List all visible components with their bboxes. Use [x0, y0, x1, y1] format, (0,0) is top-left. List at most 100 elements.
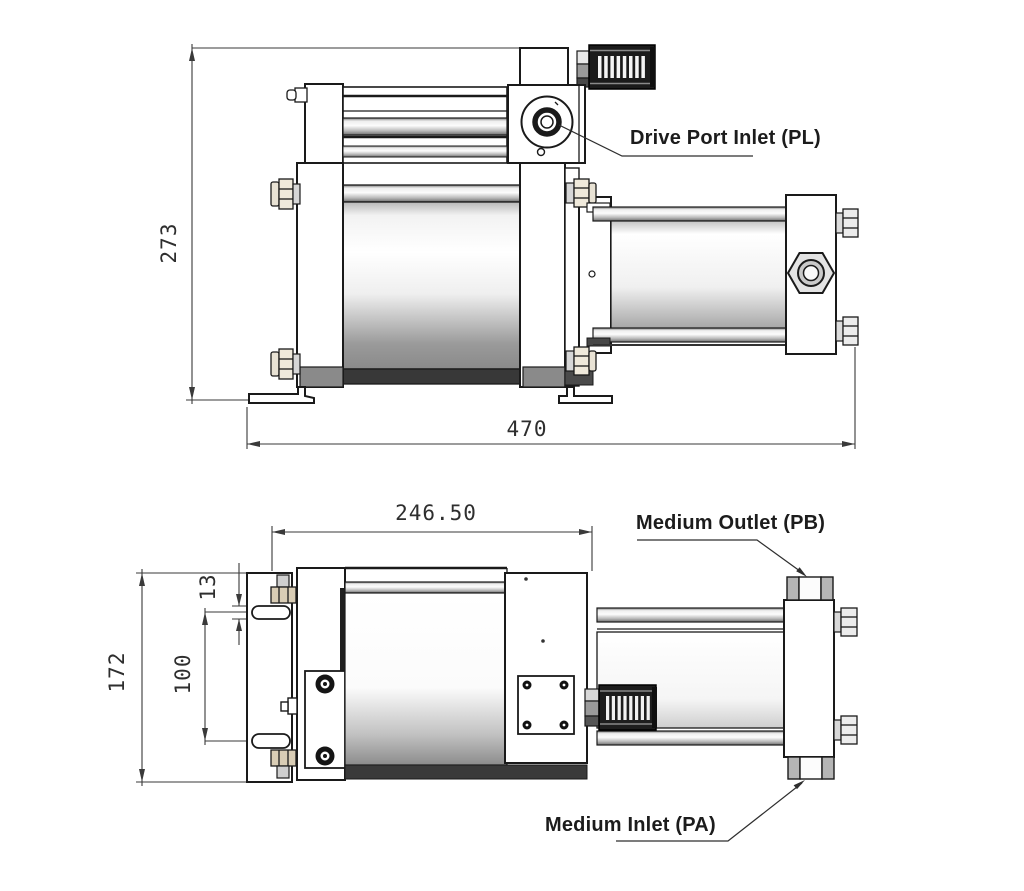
dim-246-50: 246.50: [271, 501, 593, 571]
pilot-bolt-cap: [286, 89, 297, 101]
cylinder-barrel: [342, 201, 521, 370]
hp-barrel: [610, 220, 787, 332]
arrow-up-icon: [189, 48, 195, 61]
arrow-left-icon: [272, 529, 285, 535]
drive-port-hole: [540, 115, 554, 129]
hp-tie-rod-bottom: [592, 327, 787, 343]
cover-bolt: [522, 680, 532, 690]
drive-port-ring: [532, 107, 562, 137]
dim-172-value: 172: [105, 652, 129, 693]
hp-tie-rod-plan-bottom: [596, 730, 785, 746]
valve-screw: [536, 147, 546, 157]
front-view: 273: [157, 44, 859, 449]
arrow-down-icon: [236, 594, 242, 606]
pilot-end-plate: [304, 83, 344, 164]
mounting-foot-left: [248, 386, 315, 404]
dim-246-50-value: 246.50: [395, 501, 477, 525]
dim-100: 100: [171, 608, 251, 745]
tie-rod-plan-bottom: [344, 764, 588, 780]
leader-arrow-icon: [793, 780, 805, 790]
hp-tie-rod-plan-top: [596, 607, 785, 623]
arrow-down-icon: [202, 728, 208, 741]
drive-valve-block-plan: [504, 572, 588, 764]
cover-bolt: [559, 680, 569, 690]
valve-top-body: [519, 47, 569, 88]
arrow-down-icon: [139, 769, 145, 782]
right-plate-base: [522, 366, 566, 388]
mounting-foot-right: [558, 386, 613, 404]
pilot-bolt: [294, 87, 308, 103]
dim-13-value: 13: [196, 573, 220, 600]
pilot-valve-section: [286, 83, 508, 164]
dim-470-value: 470: [507, 417, 548, 441]
dim-273: 273: [157, 44, 523, 404]
pin-hole: [524, 577, 528, 581]
seal-gap: [340, 588, 345, 718]
right-end-plate: [519, 162, 566, 388]
arrow-left-icon: [247, 441, 260, 447]
muffler-connector: [576, 50, 590, 88]
barrel-plan: [344, 592, 508, 766]
bolt-boss: [315, 746, 335, 766]
arrow-right-icon: [579, 529, 592, 535]
bolt-boss: [315, 674, 335, 694]
dim-273-value: 273: [157, 223, 181, 264]
cover-bolt: [522, 720, 532, 730]
arrow-down-icon: [189, 387, 195, 400]
muffler-plan: [584, 684, 657, 731]
dim-470: 470: [246, 347, 856, 449]
muffler: [588, 44, 656, 90]
tie-rod-nut: [835, 208, 859, 238]
dim-100-value: 100: [171, 654, 195, 695]
callout-drive-port: Drive Port Inlet (PL): [558, 124, 821, 157]
tie-rod-nut: [270, 178, 301, 210]
hp-cylinder-section: [564, 167, 859, 387]
hex-plug-hole: [802, 264, 820, 282]
cylinder-body-plan: [344, 566, 588, 780]
tie-rod-plan: [344, 581, 508, 594]
bracket-bolt: [270, 574, 297, 604]
rear-head-plate: [280, 567, 346, 781]
side-fitting: [287, 697, 298, 715]
dim-13: 13: [196, 563, 253, 645]
pin-hole: [541, 639, 545, 643]
leader-arrow-icon: [796, 567, 807, 577]
arrow-up-icon: [202, 612, 208, 625]
mounting-slot-bottom: [251, 733, 291, 749]
hp-cylinder-plan: [584, 576, 858, 780]
cover-bolt: [559, 720, 569, 730]
tie-rod-bottom: [342, 368, 521, 385]
hp-end-cap-plan: [783, 599, 835, 758]
tie-rod-top: [342, 184, 521, 203]
drive-valve-block: [507, 44, 656, 164]
tie-rod-nut: [270, 348, 301, 380]
hp-tie-rod-top: [592, 206, 787, 222]
medium-outlet-label: Medium Outlet (PB): [636, 512, 825, 534]
plan-view: 246.50 172 100 13: [105, 501, 858, 842]
mounting-bracket-plate: [246, 572, 297, 783]
left-end-plate: [296, 162, 344, 388]
medium-outlet-fitting: [786, 576, 834, 601]
mounting-slot-top: [251, 605, 291, 620]
dim-172: 172: [105, 569, 250, 786]
medium-inlet-label: Medium Inlet (PA): [545, 814, 716, 836]
air-drive-cylinder: [248, 162, 613, 404]
tie-rod-nut: [835, 316, 859, 346]
left-plate-base: [299, 366, 344, 388]
tie-rod-nut: [565, 178, 597, 208]
drive-port-label: Drive Port Inlet (PL): [630, 127, 821, 149]
tie-rod-nut: [565, 346, 597, 376]
pilot-rod-lower: [342, 145, 508, 158]
arrow-right-icon: [842, 441, 855, 447]
tie-rod-nut: [833, 715, 858, 745]
side-fitting-tip: [280, 701, 289, 712]
medium-inlet-fitting: [787, 756, 835, 780]
arrow-up-icon: [236, 619, 242, 631]
callout-medium-outlet: Medium Outlet (PB): [636, 512, 825, 577]
pilot-spool-rod: [342, 117, 508, 136]
arrow-up-icon: [139, 573, 145, 586]
hp-head-hole: [588, 270, 596, 278]
tie-rod-nut: [833, 607, 858, 637]
